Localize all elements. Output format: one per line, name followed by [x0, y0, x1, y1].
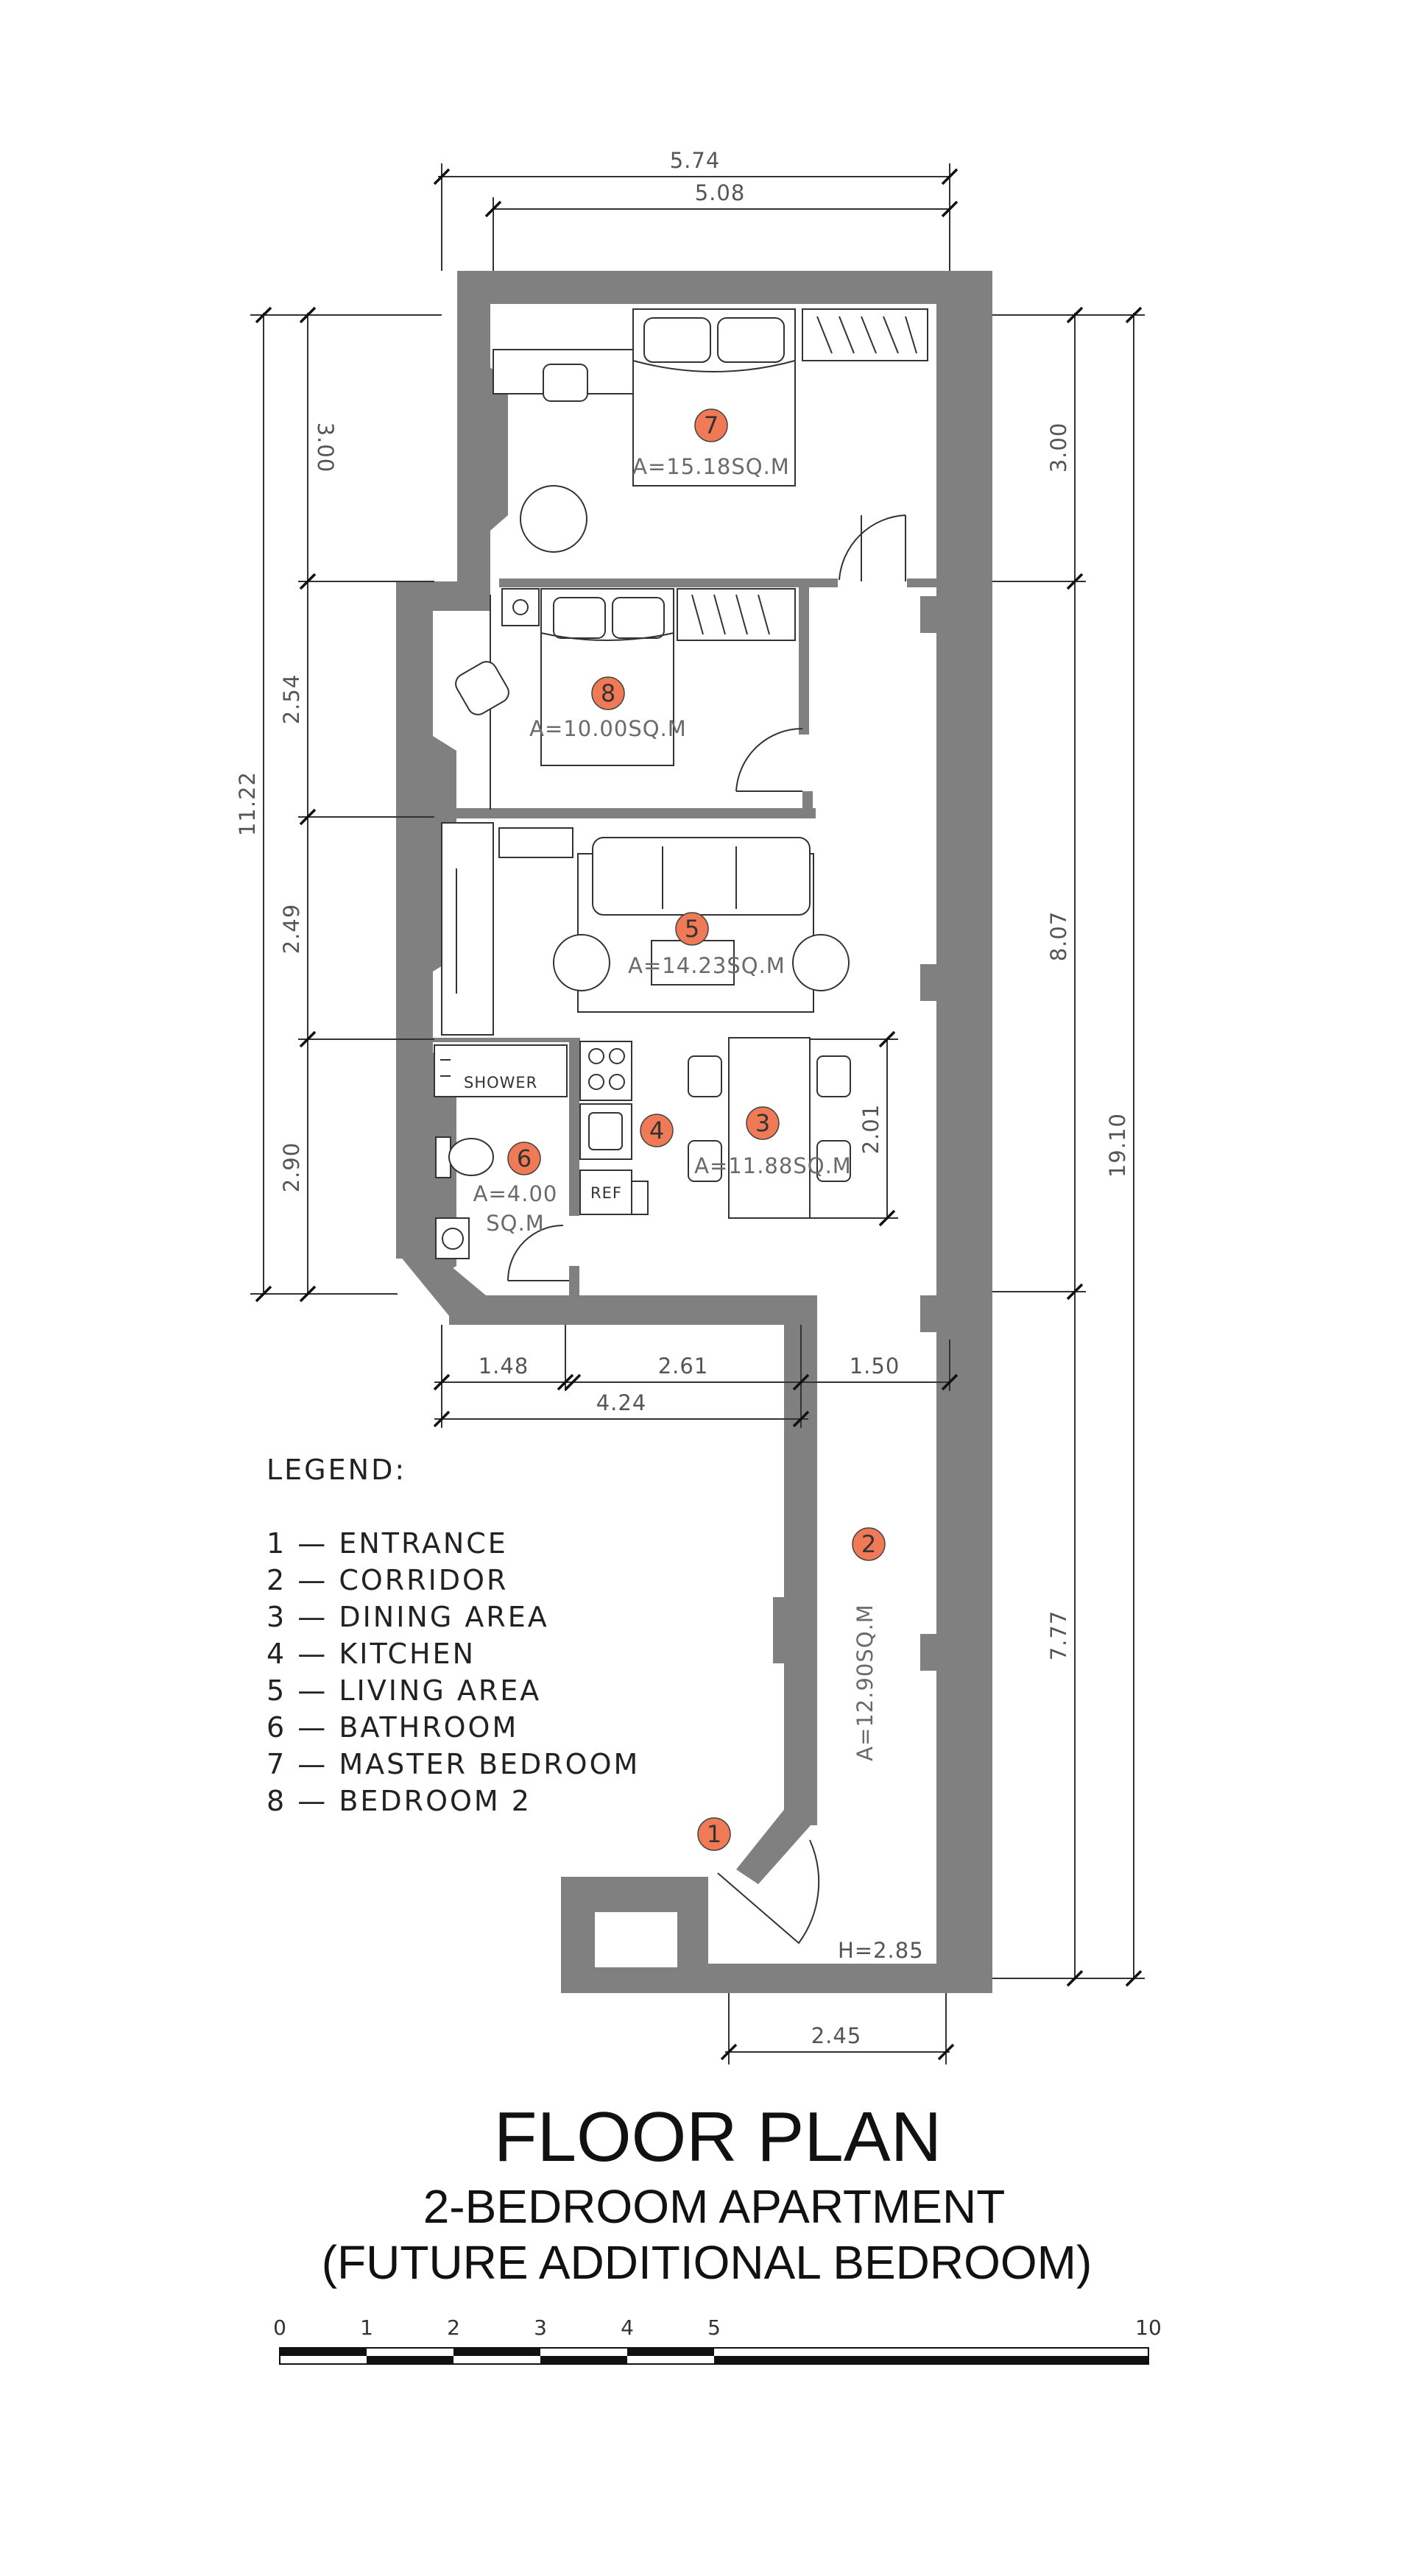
- legend-item: 3 — DINING AREA: [266, 1601, 549, 1633]
- dim-right-mid: 8.07: [1046, 911, 1071, 962]
- dim-left-bath: 2.90: [279, 1142, 304, 1193]
- room-marker-1: [697, 1817, 731, 1851]
- master-chair: [543, 364, 588, 402]
- dim-right-master: 3.00: [1046, 422, 1071, 473]
- bathroom-basin: [435, 1217, 470, 1259]
- bedroom2-chair: [455, 661, 509, 715]
- room-number-8: 8: [601, 679, 615, 707]
- dim-left-bed2: 2.54: [279, 674, 304, 725]
- living-coffee-table: [651, 940, 735, 986]
- ref-label: REF: [590, 1184, 622, 1202]
- title-line2: 2-BEDROOM APARTMENT: [423, 2180, 1006, 2233]
- kitchen-refrigerator: [579, 1170, 632, 1215]
- dim-bottom-3: 1.50: [850, 1354, 900, 1379]
- master-round-table: [520, 485, 587, 553]
- ceiling-height-label: H=2.85: [838, 1938, 924, 1963]
- scale-tick-4: 4: [621, 2315, 634, 2340]
- dim-left-living: 2.49: [279, 904, 304, 955]
- room-marker-2: [852, 1527, 886, 1561]
- room-labels: 7 A=15.18SQ.M 8 A=10.00SQ.M 5 A=14.23SQ.…: [464, 408, 886, 1851]
- room-area-bathroom-1: A=4.00: [473, 1181, 558, 1206]
- furniture: [434, 308, 928, 1259]
- title-main: FLOOR PLAN: [494, 2098, 942, 2176]
- wardrobe-hangers: [816, 316, 917, 354]
- room-number-3: 3: [755, 1109, 770, 1137]
- legend-item: 2 — CORRIDOR: [266, 1564, 508, 1596]
- room-area-master: A=15.18SQ.M: [632, 454, 790, 479]
- dim-right-overall: 19.10: [1105, 1113, 1130, 1178]
- room-marker-6: [507, 1142, 541, 1175]
- room-number-7: 7: [704, 411, 719, 439]
- title-line3: (FUTURE ADDITIONAL BEDROOM): [322, 2236, 1092, 2289]
- master-bed: [632, 308, 796, 486]
- dim-bottom-1: 1.48: [479, 1354, 529, 1379]
- living-armchair-left: [553, 934, 610, 991]
- dim-top-overall: 5.74: [670, 148, 721, 173]
- scale-tick-0: 0: [273, 2315, 286, 2340]
- legend-item: 5 — LIVING AREA: [266, 1674, 541, 1707]
- legend-title: LEGEND:: [266, 1454, 406, 1486]
- room-area-bathroom-2: SQ.M: [486, 1211, 544, 1236]
- room-marker-7: [694, 408, 728, 442]
- living-armchair-right: [792, 934, 850, 991]
- dim-dining-table: 2.01: [858, 1104, 883, 1155]
- legend-item: 1 — ENTRANCE: [266, 1527, 508, 1560]
- scale-tick-1: 1: [360, 2315, 373, 2340]
- master-wardrobe: [802, 308, 928, 361]
- room-area-dining: A=11.88SQ.M: [694, 1153, 852, 1178]
- shower-label: SHOWER: [464, 1074, 537, 1091]
- scale-tick-10: 10: [1135, 2315, 1162, 2340]
- dimension-labels: 5.74 5.08 11.22 3.00 2.54 2.49 2.90 3.00…: [235, 148, 1130, 2048]
- bathroom-toilet: [448, 1138, 494, 1176]
- room-area-living: A=14.23SQ.M: [628, 953, 786, 978]
- dimension-lines: [250, 163, 1145, 2064]
- legend-item: 7 — MASTER BEDROOM: [266, 1748, 640, 1780]
- dim-entrance-width: 2.45: [811, 2023, 862, 2048]
- dim-bottom-2: 2.61: [658, 1354, 709, 1379]
- room-marker-8: [591, 676, 625, 710]
- room-number-4: 4: [649, 1117, 664, 1144]
- scale-tick-5: 5: [707, 2315, 721, 2340]
- kitchen-stove: [579, 1041, 632, 1101]
- room-marker-5: [675, 912, 709, 946]
- dim-bottom-total: 4.24: [596, 1390, 647, 1415]
- bedroom2-nightstand: [501, 588, 540, 626]
- living-sofa: [592, 837, 811, 916]
- dim-top-inner: 5.08: [695, 180, 746, 205]
- room-number-1: 1: [707, 1820, 721, 1848]
- title-block: FLOOR PLAN 2-BEDROOM APARTMENT (FUTURE A…: [322, 2098, 1092, 2289]
- legend: LEGEND: 1 — ENTRANCE 2 — CORRIDOR 3 — DI…: [266, 1454, 640, 1817]
- living-tv-unit: [498, 827, 573, 858]
- dim-left-master: 3.00: [313, 422, 338, 473]
- bathroom-toilet-tank: [435, 1136, 451, 1178]
- scale-tick-3: 3: [534, 2315, 547, 2340]
- room-number-2: 2: [861, 1530, 876, 1558]
- legend-item: 4 — KITCHEN: [266, 1638, 476, 1670]
- room-area-corridor: A=12.90SQ.M: [853, 1604, 878, 1761]
- dim-left-overall: 11.22: [235, 771, 260, 836]
- scale-bar: 0 1 2 3 4 5 10: [273, 2315, 1162, 2365]
- room-marker-3: [746, 1106, 780, 1140]
- room-marker-4: [640, 1114, 674, 1147]
- dim-right-corridor: 7.77: [1046, 1610, 1071, 1661]
- legend-item: 8 — BEDROOM 2: [266, 1785, 532, 1817]
- room-number-6: 6: [517, 1144, 532, 1172]
- interior-lines: [441, 514, 906, 1945]
- room-area-bedroom2: A=10.00SQ.M: [529, 716, 687, 741]
- room-number-5: 5: [685, 915, 699, 943]
- legend-item: 6 — BATHROOM: [266, 1711, 518, 1744]
- bedroom2-hangers: [691, 594, 770, 635]
- bathroom-shower: [434, 1044, 568, 1097]
- scale-tick-2: 2: [447, 2315, 460, 2340]
